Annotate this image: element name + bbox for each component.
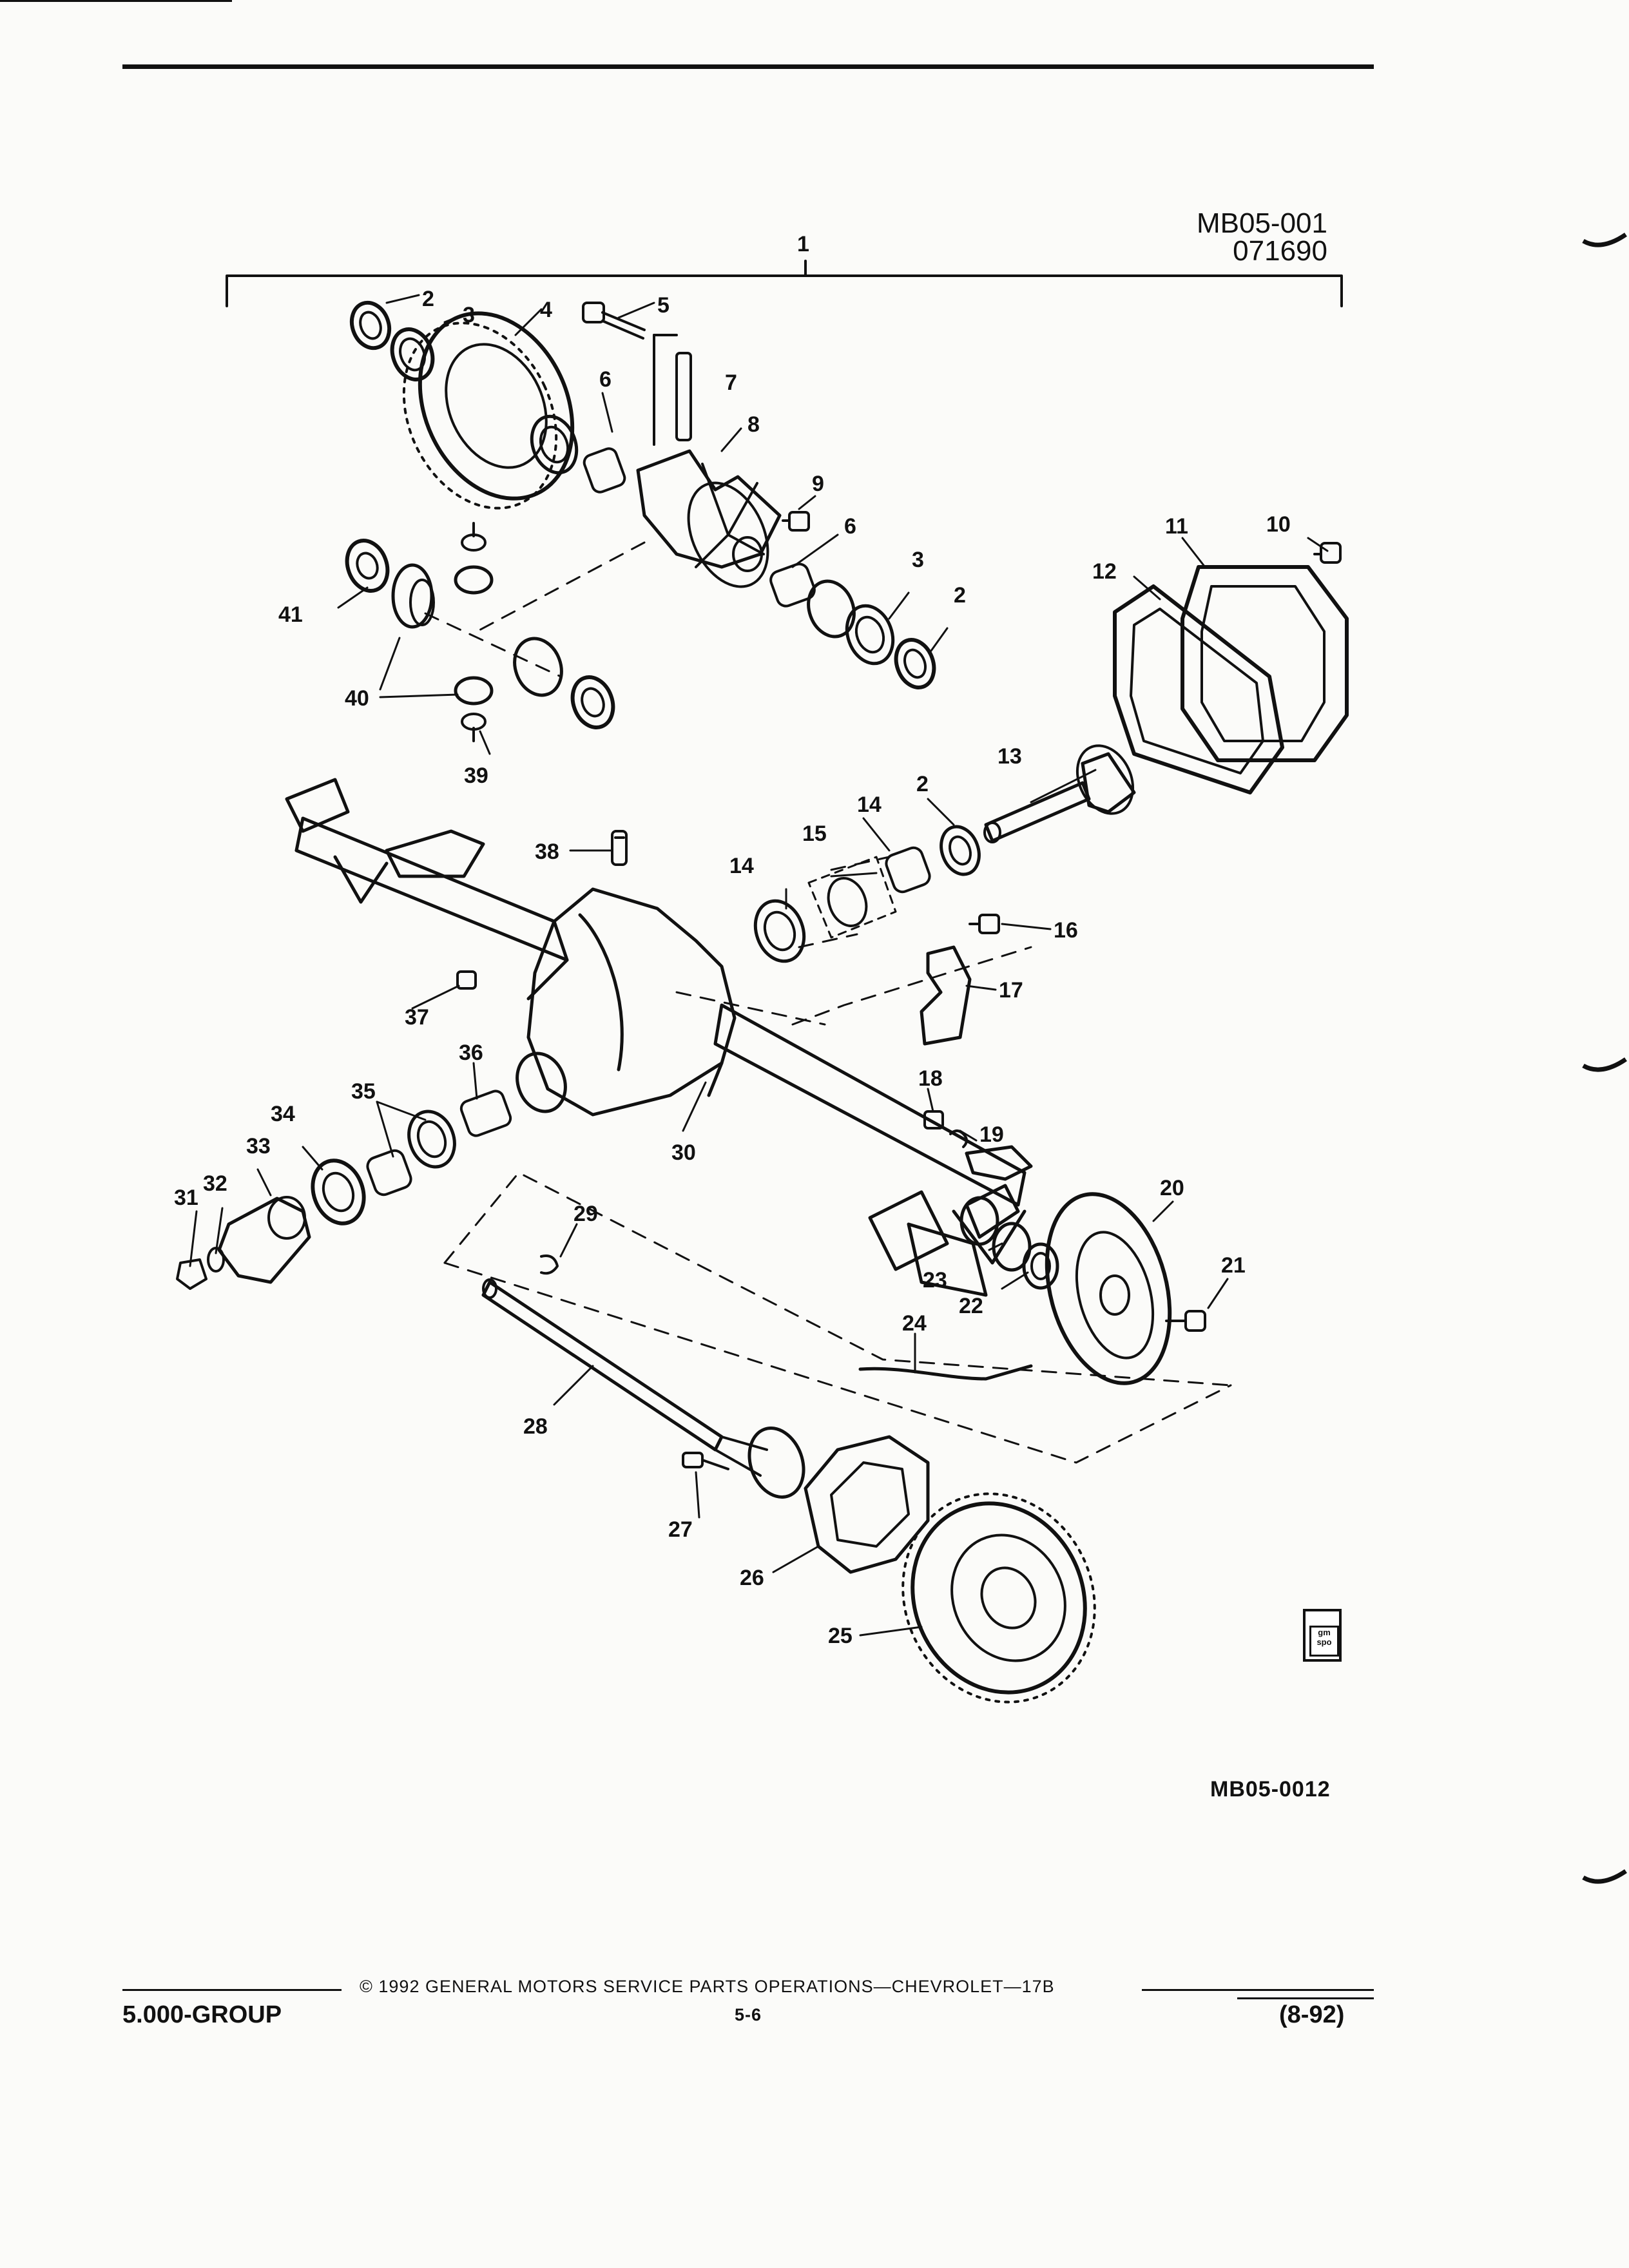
callout-15: 15	[802, 822, 827, 846]
callout-31: 31	[174, 1186, 198, 1210]
callout-32: 32	[203, 1171, 227, 1196]
callout-18: 18	[918, 1066, 943, 1091]
case-bearing-right	[769, 562, 936, 689]
footer-rule-right-2	[1237, 1997, 1374, 1999]
sheet-date: 071690	[1233, 235, 1327, 267]
callout-9: 9	[812, 472, 824, 496]
callout-16: 16	[1054, 918, 1078, 943]
callout-5: 5	[657, 293, 670, 318]
callout-3b: 3	[912, 548, 924, 572]
callout-21: 21	[1221, 1253, 1246, 1278]
callout-8: 8	[747, 412, 760, 437]
sheet-code: MB05-001	[1196, 207, 1327, 239]
cover-bolt	[1313, 542, 1342, 564]
callout-35: 35	[351, 1079, 376, 1104]
callout-6: 6	[599, 367, 612, 392]
footer-rule-left	[122, 1989, 342, 1991]
callout-14: 14	[857, 793, 882, 817]
callout-34: 34	[271, 1102, 295, 1126]
brake-drum	[901, 1492, 1096, 1704]
axle-clip	[540, 1254, 559, 1275]
callout-17: 17	[999, 978, 1023, 1003]
differential-gears	[345, 522, 615, 742]
assembly-bracket	[226, 274, 1343, 307]
upper-shims	[349, 300, 435, 381]
brake-assembly	[804, 1435, 930, 1574]
pinion-seal-stack	[311, 1052, 567, 1225]
copyright-line: © 1992 GENERAL MOTORS SERVICE PARTS OPER…	[360, 1977, 1055, 1996]
axle-clamp	[920, 945, 972, 1046]
callout-24: 24	[902, 1311, 927, 1336]
axle-housing	[285, 778, 1033, 1297]
top-stub-rule	[0, 0, 232, 2]
construction-lines	[424, 541, 1232, 1464]
badge-line-1: gm	[1318, 1628, 1331, 1637]
callout-23: 23	[923, 1268, 947, 1293]
callout-6b: 6	[844, 514, 856, 539]
callout-2b: 2	[954, 583, 966, 608]
callout-27: 27	[668, 1517, 693, 1542]
axle-shaft	[481, 1278, 805, 1499]
callout-2: 2	[422, 287, 434, 311]
differential-case	[636, 449, 782, 588]
badge-line-2: spo	[1316, 1637, 1332, 1647]
differential-cover	[1113, 565, 1349, 794]
callout-20: 20	[1160, 1176, 1184, 1200]
pinion-shaft	[675, 352, 692, 441]
callout-36: 36	[459, 1041, 483, 1065]
leader-lines	[189, 294, 1329, 1637]
callout-12: 12	[1092, 559, 1117, 584]
callout-22: 22	[959, 1294, 983, 1318]
callout-25: 25	[828, 1624, 853, 1648]
pinion-bearings	[753, 825, 981, 963]
callout-41: 41	[278, 602, 303, 627]
callout-33: 33	[246, 1134, 271, 1158]
callout-7: 7	[725, 370, 737, 395]
footer-rule-right	[1142, 1989, 1374, 1991]
callout-4: 4	[540, 298, 552, 322]
binder-hole-mark-1	[1582, 233, 1627, 247]
ring-gear	[402, 311, 575, 510]
backing-plate-bolt	[1165, 1310, 1206, 1332]
callout-10: 10	[1266, 512, 1291, 537]
brake-cable	[858, 1364, 1033, 1381]
callout-38: 38	[535, 840, 559, 864]
callout-19: 19	[979, 1122, 1004, 1147]
callout-13: 13	[998, 744, 1022, 769]
wheel-stud	[682, 1452, 729, 1470]
axle-vent	[611, 830, 628, 866]
group-label: 5.000-GROUP	[122, 2001, 282, 2028]
callout-37: 37	[405, 1005, 429, 1030]
callout-labels: 1 2 3 4 5 6 7 8 9 6 3 2 10 11 12 41 40 3…	[174, 232, 1291, 1648]
gm-spo-badge: gm spo	[1303, 1609, 1342, 1662]
callout-2c: 2	[916, 772, 929, 796]
header-rule	[122, 64, 1374, 69]
binder-hole-mark-3	[1582, 1869, 1627, 1884]
callout-1: 1	[797, 232, 809, 256]
revision-date: (8-92)	[1279, 2001, 1345, 2028]
case-bearing-left	[530, 414, 626, 494]
callout-39: 39	[464, 764, 488, 788]
page-number: 5-6	[735, 2005, 762, 2024]
callout-28: 28	[523, 1414, 548, 1439]
callout-26: 26	[740, 1566, 764, 1590]
callout-30: 30	[671, 1140, 696, 1165]
backing-plate	[1045, 1192, 1172, 1385]
clamp-bolt	[969, 914, 1000, 934]
drive-pinion	[983, 744, 1136, 843]
callout-40: 40	[345, 686, 369, 711]
callout-29: 29	[574, 1202, 598, 1226]
lock-bolt	[782, 511, 810, 532]
callout-14b: 14	[729, 854, 754, 878]
binder-hole-mark-2	[1582, 1057, 1627, 1072]
figure-code: MB05-0012	[1210, 1777, 1331, 1802]
callout-11: 11	[1165, 514, 1188, 539]
callout-3: 3	[463, 303, 475, 327]
ring-gear-bolt	[582, 302, 646, 340]
